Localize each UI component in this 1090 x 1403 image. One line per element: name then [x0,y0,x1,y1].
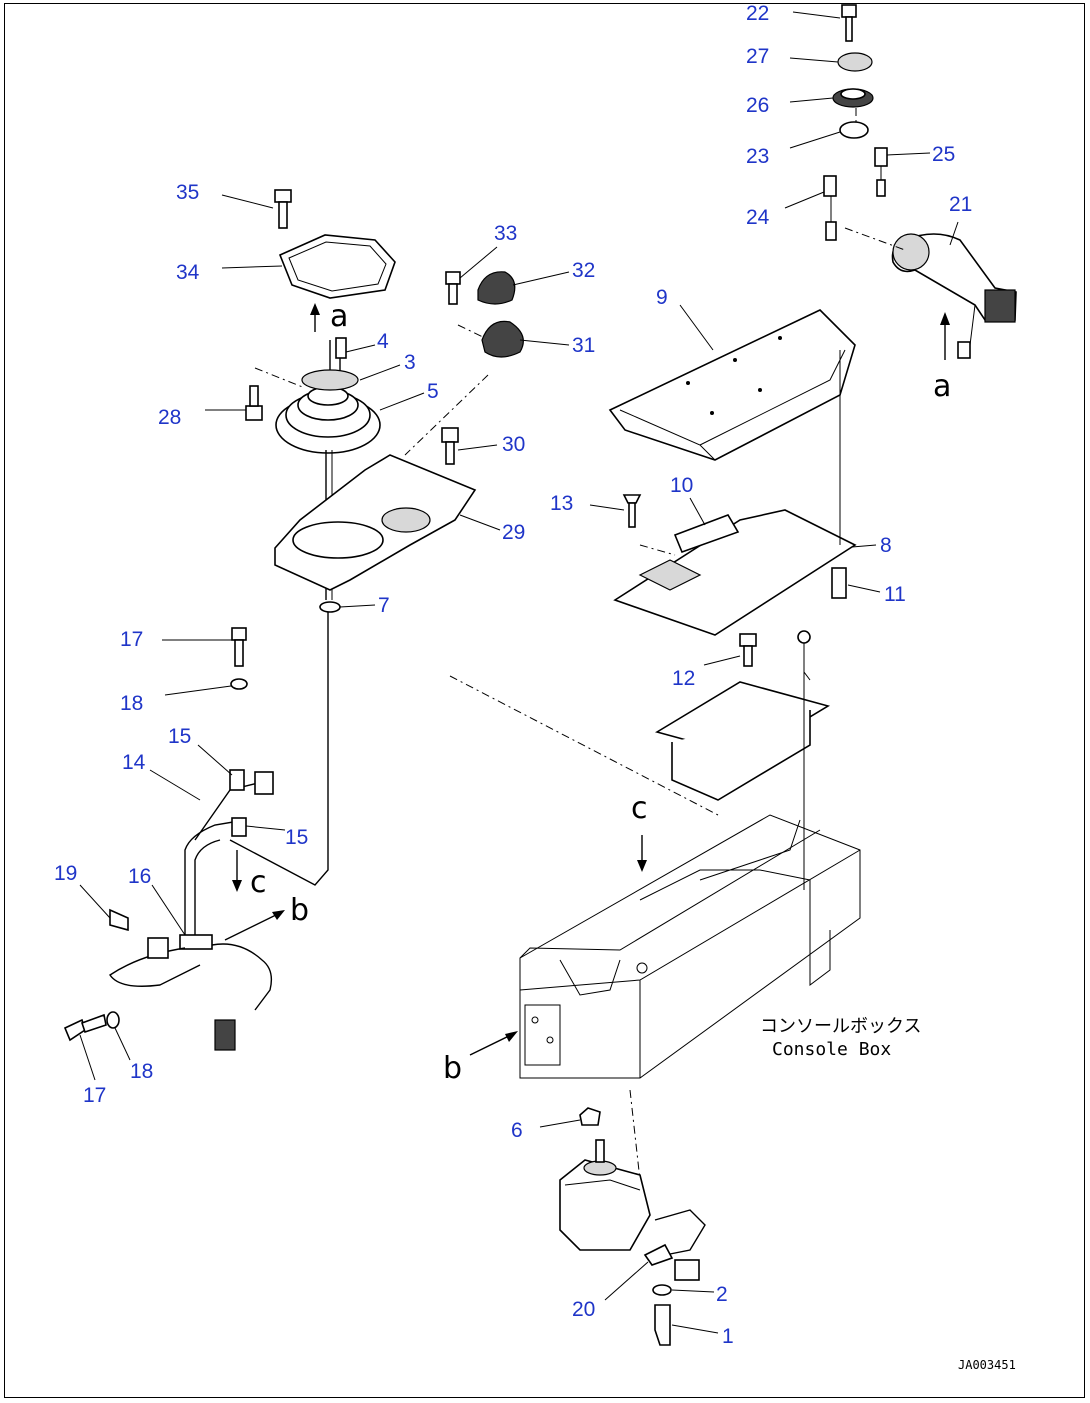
view-letter-a-right: a [933,369,951,404]
view-letter-b-left: b [443,1051,462,1086]
callout-27: 27 [746,45,769,68]
wiring-harness-drawing [63,627,285,1051]
callout-31: 31 [572,334,595,357]
callout-23: 23 [746,145,769,168]
armrest-drawing [608,309,857,890]
callout-25: 25 [932,143,955,166]
callout-15-bottom: 15 [285,826,308,849]
callout-29: 29 [502,521,525,544]
callout-22: 22 [746,2,769,25]
callout-4: 4 [377,330,389,353]
callout-3: 3 [404,351,416,374]
callout-10: 10 [670,474,693,497]
callout-5: 5 [427,380,439,403]
view-letter-c-mid: c [631,791,648,826]
callout-13: 13 [550,492,573,515]
callout-6: 6 [511,1119,523,1142]
view-letter-a-top: a [330,299,348,334]
callout-7: 7 [378,594,390,617]
drawing-frame [4,3,1085,1398]
callout-26: 26 [746,94,769,117]
callout-33: 33 [494,222,517,245]
callout-8: 8 [880,534,892,557]
callout-34: 34 [176,261,200,284]
callout-15-top: 15 [168,725,191,748]
pilot-valve-drawing [559,1089,706,1346]
callout-21: 21 [949,193,972,216]
grip-assembly-drawing [823,4,1017,359]
callout-2: 2 [716,1283,728,1306]
callout-9: 9 [656,286,668,309]
callout-numbers: 22 27 26 23 25 24 21 35 34 33 32 31 9 4 … [54,2,972,1348]
callout-24: 24 [746,206,770,229]
callout-11: 11 [884,583,906,606]
console-box-caption-jp: コンソールボックス [760,1016,921,1037]
drawing-code: JA003451 [958,1358,1016,1372]
view-letters: a a c c b b [250,299,951,1086]
callout-19: 19 [54,862,77,885]
view-letter-c-left: c [250,865,267,900]
console-box-drawing [449,675,861,1079]
callout-1: 1 [722,1325,734,1348]
callout-20: 20 [572,1298,595,1321]
callout-28: 28 [158,406,181,429]
callout-17-bottom: 17 [83,1084,106,1107]
callout-16: 16 [128,865,151,888]
callout-17-top: 17 [120,628,143,651]
callout-12: 12 [672,667,695,690]
callout-18-top: 18 [120,692,143,715]
callout-30: 30 [502,433,525,456]
callout-35: 35 [176,181,199,204]
console-box-caption-en: Console Box [772,1039,891,1060]
callout-14: 14 [122,751,146,774]
view-letter-b-mid: b [290,893,309,928]
callout-32: 32 [572,259,595,282]
lever-assembly-drawing [229,189,524,886]
callout-18-bottom: 18 [130,1060,153,1083]
callout-leaders [79,11,959,1334]
